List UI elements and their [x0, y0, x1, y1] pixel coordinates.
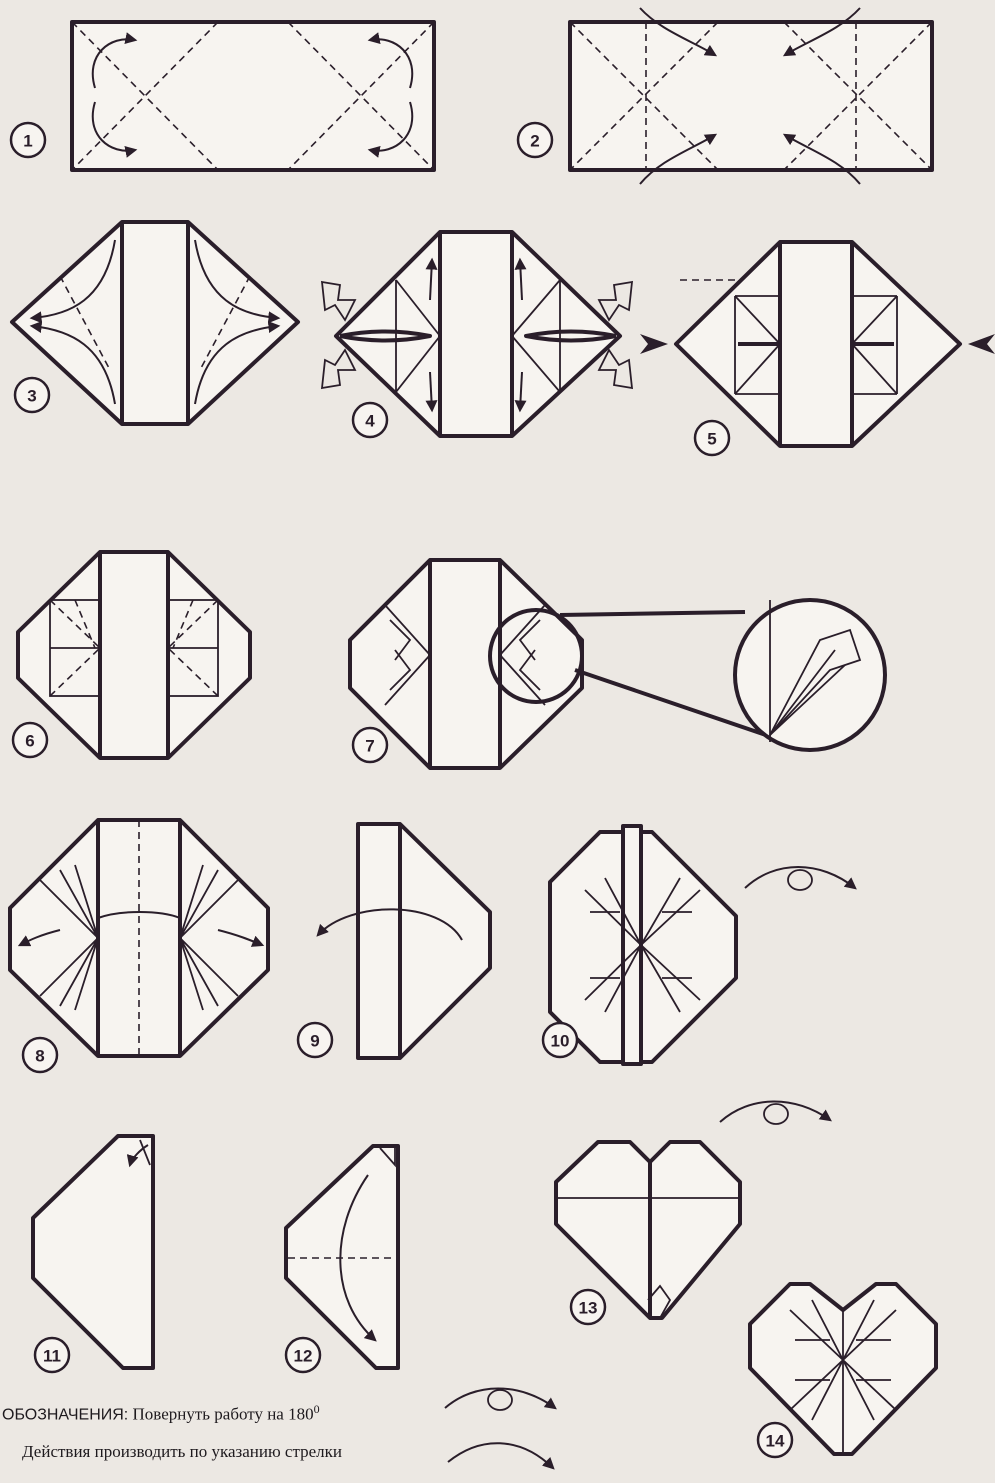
step-number-label: 6	[25, 732, 34, 751]
step-number-label: 4	[365, 412, 375, 431]
step-number-label: 10	[551, 1032, 570, 1051]
legend-rotate-symbol	[445, 1389, 555, 1411]
step-8-figure	[10, 820, 268, 1056]
step-9-figure	[318, 824, 490, 1058]
legend-action-line: Действия производить по указанию стрелки	[22, 1442, 342, 1462]
step-number-badge: 10	[543, 1023, 577, 1057]
step-11-figure	[33, 1136, 153, 1368]
step-number-label: 2	[530, 132, 539, 151]
legend-rotate-text: Повернуть работу на 180	[133, 1405, 314, 1424]
step-6-figure	[18, 552, 250, 758]
step-number-badge: 4	[353, 403, 387, 437]
step-number-badge: 13	[571, 1290, 605, 1324]
step-number-label: 9	[310, 1032, 319, 1051]
step-number-label: 1	[23, 132, 32, 151]
step-7-figure	[350, 560, 885, 768]
step-number-badge: 1	[11, 123, 45, 157]
step-number-badge: 7	[353, 728, 387, 762]
step-10-figure	[550, 826, 736, 1064]
legend-rotate-line: ОБОЗНАЧЕНИЯ: Повернуть работу на 1800	[2, 1402, 320, 1425]
step-number-label: 7	[365, 737, 374, 756]
step-12-figure	[286, 1146, 398, 1368]
step-number-label: 5	[707, 430, 716, 449]
step-number-badge: 3	[15, 378, 49, 412]
step-number-badge: 9	[298, 1023, 332, 1057]
step-3-figure	[12, 222, 298, 424]
step-number-label: 11	[43, 1347, 61, 1366]
step-number-label: 12	[294, 1347, 313, 1366]
step-number-badge: 8	[23, 1038, 57, 1072]
rotate-symbol-top	[745, 867, 855, 890]
step-number-label: 8	[35, 1047, 44, 1066]
step-number-badge: 14	[758, 1423, 792, 1457]
legend-degree-mark: 0	[314, 1402, 320, 1416]
step-number-badge: 2	[518, 123, 552, 157]
step-number-badge: 5	[695, 421, 729, 455]
step-number-badge: 11	[35, 1338, 69, 1372]
legend-action-arrow	[448, 1443, 553, 1468]
step-number-label: 3	[27, 387, 36, 406]
step-number-badge: 6	[13, 723, 47, 757]
step-2-figure	[570, 8, 932, 184]
step-number-label: 13	[579, 1299, 598, 1318]
legend-action-text: Действия производить по указанию стрелки	[22, 1442, 342, 1461]
step-number-label: 14	[766, 1432, 785, 1451]
step-number-badge: 12	[286, 1338, 320, 1372]
step-5-figure	[640, 242, 995, 446]
rotate-symbol-mid	[720, 1101, 830, 1124]
step-1-figure	[72, 22, 434, 170]
legend-title: ОБОЗНАЧЕНИЯ:	[2, 1407, 128, 1424]
